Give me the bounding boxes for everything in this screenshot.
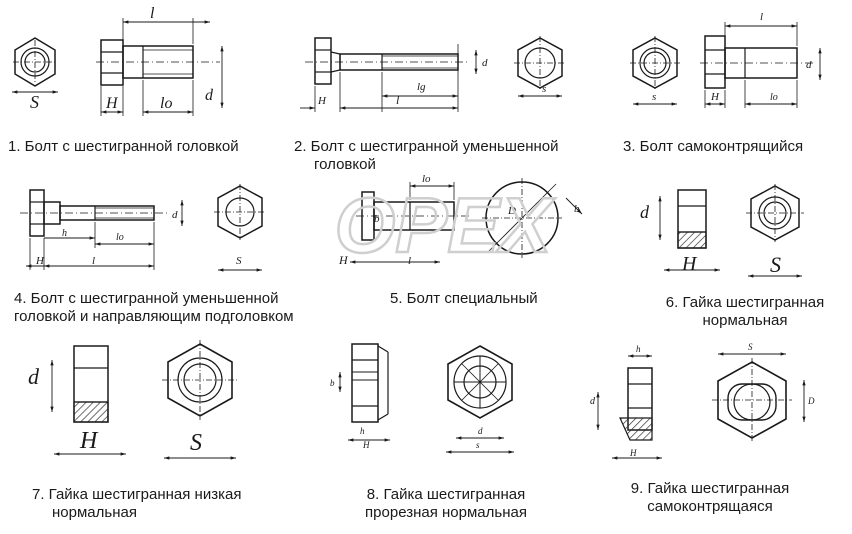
figure-8-nut-slotted: [338, 343, 514, 454]
dim-l-5: l: [408, 255, 411, 267]
dim-h-8: h: [360, 426, 365, 436]
figure-3-bolt-self-locking: [630, 22, 822, 108]
caption-5-line-1: 5. Болт специальный: [390, 290, 538, 307]
dim-S-7: S: [190, 430, 202, 456]
caption-5: 5. Болт специальный: [390, 290, 538, 308]
caption-3-line-1: 3. Болт самоконтрящийся: [623, 138, 804, 155]
watermark-text: OPEX: [335, 181, 556, 269]
dim-lg-2: lg: [417, 81, 426, 93]
caption-3: 3. Болт самоконтрящийся: [623, 138, 803, 156]
caption-2: 2. Болт с шестигранной уменьшенной голов…: [294, 138, 558, 174]
caption-6-line-2: нормальная: [702, 312, 788, 329]
dim-H-7: H: [79, 428, 99, 454]
dim-s-8: s: [476, 440, 480, 450]
caption-8-line-2: прорезная нормальная: [365, 504, 527, 521]
dim-h-9: h: [636, 344, 641, 354]
dim-S-4: S: [236, 255, 242, 267]
caption-7-line-2: нормальная: [52, 504, 137, 521]
dim-l-3: l: [760, 11, 763, 23]
caption-4-line-2: головкой и направляющим подголовком: [14, 308, 294, 325]
dim-l-2: l: [396, 93, 400, 107]
dim-d-1: d: [205, 87, 214, 104]
caption-9: 9. Гайка шестигранная самоконтрящаяся: [610, 480, 810, 516]
dim-H-5: H: [338, 253, 349, 267]
dim-d-9: d: [590, 396, 596, 407]
caption-7-line-1: 7. Гайка шестигранная низкая: [32, 486, 242, 503]
dim-lo-1: lo: [160, 95, 172, 112]
dim-S-9: S: [748, 342, 753, 352]
dim-b-8: b: [330, 378, 335, 388]
dim-d-6: d: [640, 202, 650, 222]
dim-H-3: H: [710, 91, 720, 103]
dim-H-2: H: [317, 95, 327, 107]
dim-l-1: l: [150, 5, 155, 22]
figure-7-nut-hex-low: [50, 340, 238, 460]
dim-D-5: D: [507, 205, 516, 217]
dim-s-2: s: [542, 83, 546, 95]
dim-H-1: H: [105, 95, 119, 112]
dim-H-6: H: [681, 253, 698, 275]
caption-8: 8. Гайка шестигранная прорезная нормальн…: [336, 486, 556, 522]
figure-2-bolt-reduced-head: [300, 36, 566, 112]
caption-9-line-2: самоконтрящаяся: [647, 498, 773, 515]
caption-6-line-1: 6. Гайка шестигранная: [665, 294, 825, 311]
figure-1-bolt-hex-head: [11, 18, 224, 116]
dim-lo-3: lo: [770, 92, 778, 103]
caption-1-line-1: 1. Болт с шестигранной головкой: [8, 138, 239, 155]
dim-D-9: D: [807, 396, 815, 406]
caption-4: 4. Болт с шестигранной уменьшенной голов…: [14, 290, 294, 326]
dim-d-3: d: [806, 59, 812, 71]
caption-1: 1. Болт с шестигранной головкой: [8, 138, 239, 156]
dim-H-8: H: [362, 440, 370, 450]
dim-s-3: s: [652, 91, 656, 103]
dim-d-4: d: [172, 209, 178, 221]
caption-6: 6. Гайка шестигранная нормальная: [650, 294, 840, 330]
dim-b-5: b: [374, 213, 380, 225]
caption-7: 7. Гайка шестигранная низкая нормальная: [32, 486, 241, 522]
caption-2-line-2: головкой: [314, 156, 376, 173]
dim-d-2: d: [482, 57, 488, 69]
figure-6-nut-hex-normal: [658, 184, 804, 278]
dim-b-5b: b: [574, 203, 580, 215]
dim-d-8: d: [478, 426, 483, 436]
caption-4-line-1: 4. Болт с шестигранной уменьшенной: [14, 290, 279, 307]
caption-9-line-1: 9. Гайка шестигранная: [630, 480, 790, 497]
caption-2-line-1: 2. Болт с шестигранной уменьшенной: [294, 138, 559, 155]
watermark-logo: OPEX: [333, 180, 556, 271]
dim-lo-5: lo: [422, 173, 431, 185]
figure-9-nut-self-locking: [596, 352, 806, 460]
dim-h-4: h: [62, 228, 67, 239]
dim-S-1: S: [30, 92, 39, 112]
dim-H-9: H: [629, 448, 637, 458]
dimension-labels: l S H lo d lg l H d s l s H lo d h lo H …: [28, 5, 815, 458]
dim-d-7: d: [28, 364, 40, 389]
figure-5-bolt-special: [350, 178, 583, 264]
dim-lo-4: lo: [116, 232, 124, 243]
dim-l-4: l: [92, 255, 95, 267]
figure-4-bolt-guide-subhead: [20, 184, 266, 272]
dim-H-4: H: [35, 255, 45, 267]
dim-S-6: S: [770, 252, 781, 277]
caption-8-line-1: 8. Гайка шестигранная: [366, 486, 526, 503]
